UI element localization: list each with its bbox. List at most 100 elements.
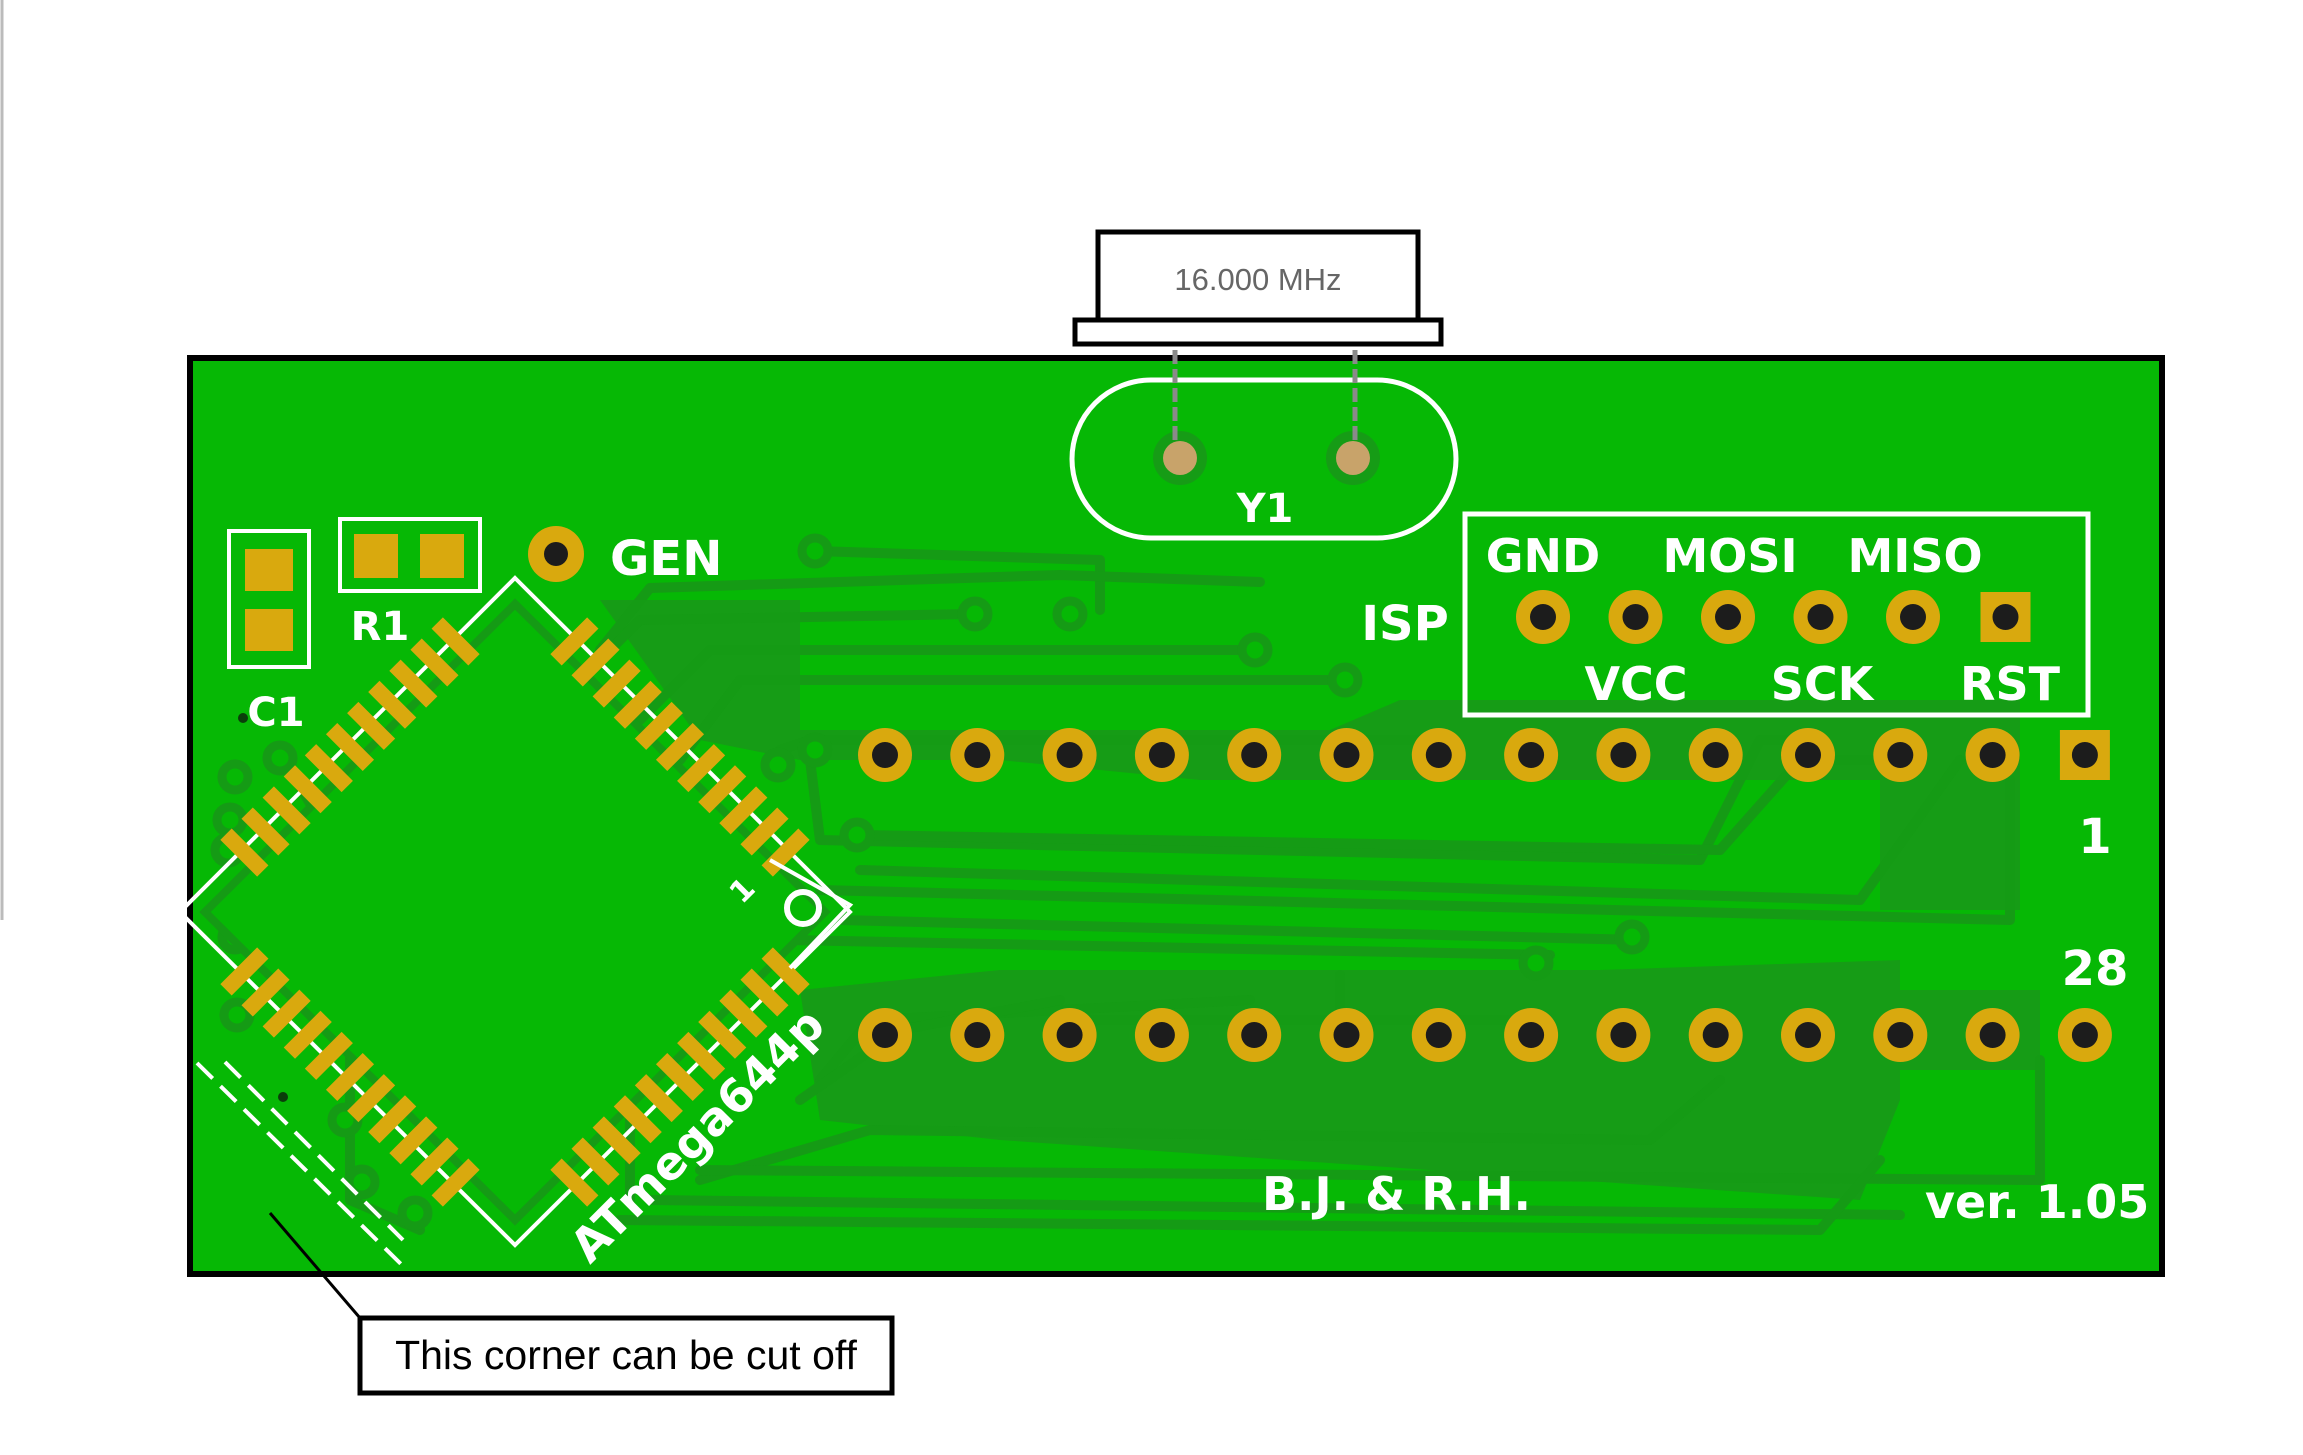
chip-pin-pad [634,701,683,750]
via [219,997,255,1033]
trace [695,1075,1725,1185]
header-hole [1795,742,1821,768]
version-label: ver. 1.05 [1925,1175,2149,1229]
header-hole [1979,742,2006,768]
trace [855,755,1885,855]
trace [595,570,1265,655]
chip-pin1-corner [769,858,854,970]
via [797,732,833,768]
isp-label: ISP [1361,596,1449,652]
header-hole [1518,742,1545,768]
chip-pin-pad [698,1010,747,1059]
chip-pin-pad [304,744,353,793]
via [397,1195,433,1231]
header-hole [1333,742,1360,768]
chip-pin-pad [550,1158,599,1207]
header-hole [1702,742,1729,768]
isp-pin-gnd-label: GND [1486,529,1600,583]
chip-pin-pad [677,1031,726,1080]
chip-pin-pad [241,807,290,856]
trace [855,755,1965,905]
pour-upper [600,600,2020,910]
via [839,817,875,853]
chip-pin-pad [719,786,768,835]
header-hole [964,1022,991,1048]
chip-silk-outline [177,575,853,1248]
header-hole [2071,1022,2098,1048]
chip-pin-pad [220,828,269,877]
via [1237,632,1273,668]
chip-pin-pad [410,1137,459,1186]
via [1327,662,1363,698]
trace [645,1195,1905,1220]
chip-pin-pad [571,1137,620,1186]
isp-hole [1807,604,1834,630]
trace [810,546,1105,615]
header-hole [1056,1022,1083,1048]
chip-pin-pad [241,968,290,1017]
header-hole [1241,742,1268,768]
cut-corner-annotation: This corner can be cut off [195,1060,895,1396]
isp-pin-miso-label: MISO [1847,529,1982,583]
chip-pin-pad [389,659,438,708]
via [1052,596,1088,632]
c1-silk [227,529,311,669]
chip-pin-pad [592,1116,641,1165]
header-hole [1241,1022,1268,1048]
via [344,1164,380,1200]
chip-pin-pad [262,786,311,835]
passives: C1 R1 GEN [227,517,722,736]
chip-pin-pad [550,617,599,666]
header-pin1-label: 1 [2078,809,2111,865]
chip-pin-pad [325,1052,375,1102]
via [1518,945,1554,981]
trace [635,645,1260,725]
chip-pin-pad [677,744,726,793]
crystal-ref-label: Y1 [1236,486,1294,532]
callout-line [268,1212,362,1319]
chip-pins [220,617,810,1207]
header-hole [1425,1022,1452,1048]
isp-hole [1715,604,1741,630]
crystal-frequency-label: 16.000 MHz [1174,262,1341,297]
header-hole [964,742,991,768]
isp-pin-sck-label: SCK [1771,657,1876,711]
gen-label: GEN [610,531,722,587]
trace [615,1155,1885,1235]
authors-label: B.J. & R.H. [1262,1167,1531,1221]
crystal-package: 16.000 MHz [1072,229,1444,347]
c1-pad [245,609,293,651]
header-hole [1795,1022,1821,1048]
isp-silk-outline [1462,511,2091,718]
chip-pin-pad [740,807,789,856]
header-hole [872,742,898,768]
trace [815,775,2015,925]
chip-pin-pad [368,1095,417,1144]
trace [785,935,1555,960]
callout-box [357,1315,895,1396]
isp-hole [1992,604,2019,630]
chip-pin-pad [655,722,705,772]
header-hole [1887,1022,1914,1048]
trace [805,735,1795,865]
header-hole [1148,1022,1175,1048]
isp-hole [1622,604,1649,630]
via [217,759,253,795]
chip-pin-pad [347,1074,396,1123]
chip-pin-pad [304,1031,353,1080]
isp-pin-vcc-label: VCC [1584,657,1687,711]
header-hole [1979,1022,2006,1048]
chip-pin-pad [592,659,641,708]
via [212,802,248,838]
chip-pin-pad [571,638,620,687]
via [797,533,833,569]
chip-pin-pad [698,765,747,814]
callout-text: This corner can be cut off [395,1332,857,1378]
chip-pin-pad [220,947,269,996]
r1-pad [354,534,398,578]
c1-label: C1 [247,690,304,736]
via [1614,919,1650,955]
r1-silk [338,517,482,593]
chip-pin-pad [740,968,789,1017]
